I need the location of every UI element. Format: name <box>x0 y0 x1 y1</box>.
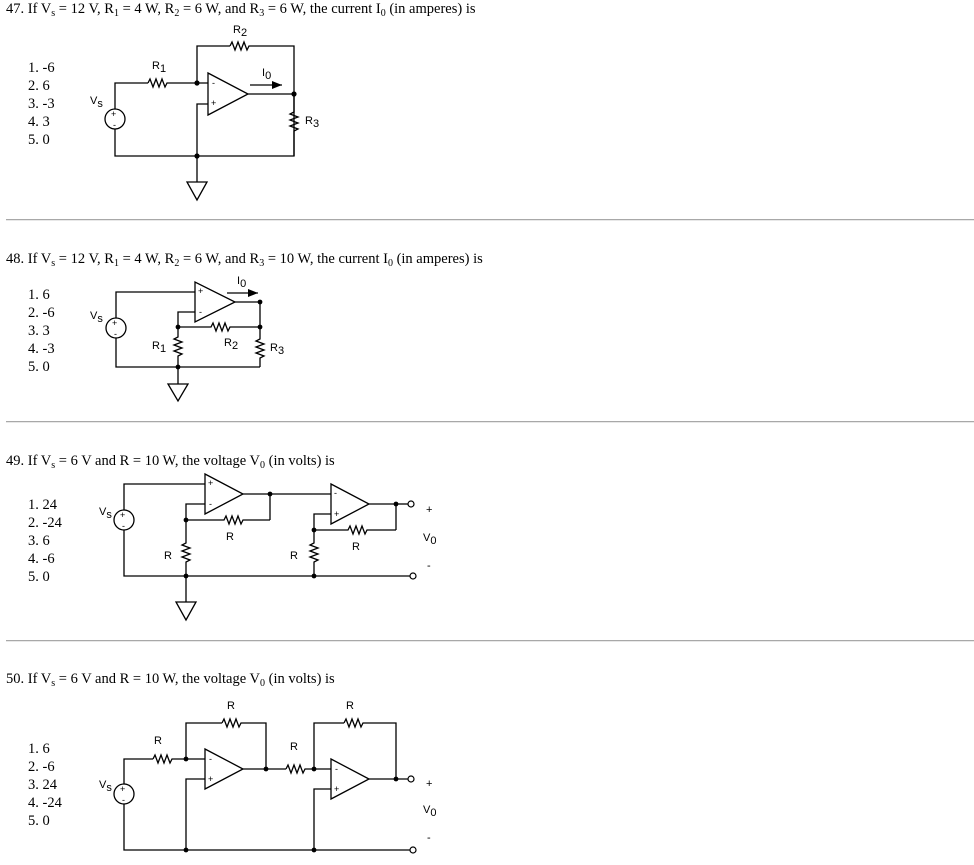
divider <box>6 421 974 423</box>
vs-label: Vs <box>99 779 112 794</box>
ground-icon <box>174 576 198 622</box>
choice: 1. 24 <box>28 497 57 513</box>
current-arrow-icon <box>248 289 258 297</box>
minus-sign: - <box>122 795 125 805</box>
circuit-diagram-50: + - R R - + R R - + <box>99 700 436 854</box>
circuit-diagram-47: + - R1 R2 - + I0 R3 Vs <box>90 24 319 202</box>
plus-sign: + <box>120 510 125 520</box>
r-label: R <box>164 550 172 562</box>
plus-sign: + <box>426 504 432 516</box>
opamp-plus: + <box>334 784 339 794</box>
choice: 2. -6 <box>28 305 55 321</box>
io-label: I0 <box>262 67 271 82</box>
current-arrow-icon <box>272 81 282 89</box>
divider <box>6 219 974 221</box>
circuit-diagram-48: + - + - I0 R2 R1 R3 Vs <box>90 275 284 403</box>
r1-label: R1 <box>152 60 166 75</box>
opamp-minus: - <box>212 78 215 88</box>
plus-sign: + <box>426 778 432 790</box>
question-text: 48. If Vs = 12 V, R1 = 4 W, R2 = 6 W, an… <box>6 251 483 269</box>
minus-sign: - <box>114 329 117 339</box>
r2-label: R2 <box>224 337 238 352</box>
choice: 4. 3 <box>28 114 50 130</box>
minus-sign: - <box>122 521 125 531</box>
vo-label: V0 <box>423 532 436 547</box>
answer-choices: 1. 6 2. -6 3. 3 4. -3 5. 0 <box>28 286 55 376</box>
r-label: R <box>227 700 235 712</box>
r-label: R <box>154 735 162 747</box>
output-terminal <box>407 500 415 508</box>
opamp-plus: + <box>334 509 339 519</box>
vo-label: V0 <box>423 804 436 819</box>
choice: 3. -3 <box>28 96 55 112</box>
r2-label: R2 <box>233 24 247 39</box>
choice: 4. -6 <box>28 551 55 567</box>
minus-sign: - <box>427 560 431 572</box>
choice: 2. -24 <box>28 515 62 531</box>
opamp-minus: - <box>334 488 337 498</box>
choice: 2. -6 <box>28 759 55 775</box>
r-label: R <box>290 550 298 562</box>
output-terminal <box>409 846 417 854</box>
opamp-minus: - <box>199 307 202 317</box>
minus-sign: - <box>427 832 431 844</box>
r-label: R <box>346 700 354 712</box>
choice: 5. 0 <box>28 359 50 375</box>
vs-label: Vs <box>90 95 103 110</box>
divider <box>6 640 974 642</box>
opamp-plus: + <box>208 478 213 488</box>
choice: 4. -3 <box>28 341 55 357</box>
r3-label: R3 <box>305 115 319 130</box>
io-label: I0 <box>237 275 246 290</box>
question-text: 49. If Vs = 6 V and R = 10 W, the voltag… <box>6 453 335 471</box>
choice: 3. 6 <box>28 533 50 549</box>
choice: 4. -24 <box>28 795 62 811</box>
r3-label: R3 <box>270 342 284 357</box>
opamp-minus: - <box>209 499 212 509</box>
r1-label: R1 <box>152 340 166 355</box>
opamp-minus: - <box>209 754 212 764</box>
answer-choices: 1. -6 2. 6 3. -3 4. 3 5. 0 <box>28 59 55 149</box>
choice: 5. 0 <box>28 569 50 585</box>
ground-icon <box>185 156 209 202</box>
question-text: 47. If Vs = 12 V, R1 = 4 W, R2 = 6 W, an… <box>6 1 476 19</box>
choice: 1. 6 <box>28 287 50 303</box>
plus-sign: + <box>112 318 117 328</box>
choice: 3. 24 <box>28 777 57 793</box>
question-text: 50. If Vs = 6 V and R = 10 W, the voltag… <box>6 671 335 689</box>
choice: 3. 3 <box>28 323 50 339</box>
choice: 5. 0 <box>28 132 50 148</box>
opamp-minus: - <box>335 764 338 774</box>
minus-sign: - <box>113 120 116 130</box>
r-label: R <box>290 741 298 753</box>
output-terminal <box>407 775 415 783</box>
r-label: R <box>352 541 360 553</box>
choice: 2. 6 <box>28 78 50 94</box>
choice: 1. -6 <box>28 60 55 76</box>
output-terminal <box>409 572 417 580</box>
opamp-plus: + <box>208 774 213 784</box>
plus-sign: + <box>111 109 116 119</box>
vs-label: Vs <box>99 506 112 521</box>
choice: 1. 6 <box>28 741 50 757</box>
choice: 5. 0 <box>28 813 50 829</box>
answer-choices: 1. 24 2. -24 3. 6 4. -6 5. 0 <box>28 496 62 586</box>
opamp-plus: + <box>211 98 216 108</box>
plus-sign: + <box>120 784 125 794</box>
opamp-plus: + <box>198 286 203 296</box>
circuit-diagram-49: + - + - R R - + R R + V0 <box>99 472 436 622</box>
vs-label: Vs <box>90 310 103 325</box>
answer-choices: 1. 6 2. -6 3. 24 4. -24 5. 0 <box>28 740 62 830</box>
r-label: R <box>226 531 234 543</box>
ground-icon <box>166 367 190 403</box>
